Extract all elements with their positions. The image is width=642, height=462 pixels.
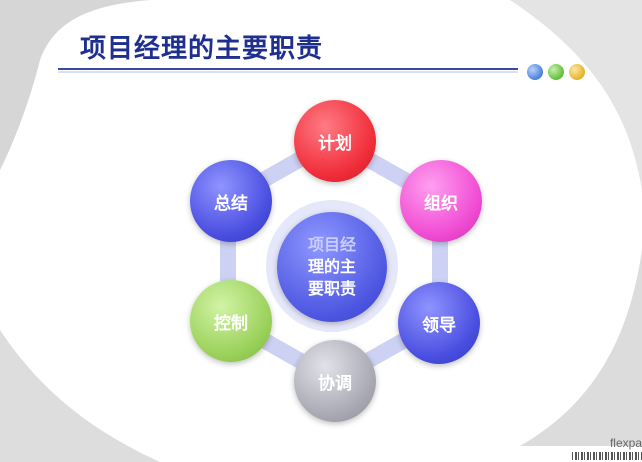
node-control-label: 控制	[214, 313, 248, 334]
corner-accent-top-right	[510, 0, 642, 190]
blue-dot-icon	[527, 64, 543, 80]
node-organize: 组织	[400, 160, 482, 242]
node-plan: 计划	[294, 100, 376, 182]
corner-accent-top-left	[0, 0, 150, 170]
orange-dot-icon	[569, 64, 585, 80]
node-plan-label: 计划	[318, 133, 352, 154]
node-organize-label: 组织	[424, 193, 458, 214]
watermark-text: flexpa	[609, 436, 642, 450]
node-lead-label: 领导	[422, 315, 456, 336]
node-coordinate: 协调	[294, 340, 376, 422]
node-coordinate-label: 协调	[318, 373, 352, 394]
barcode	[572, 452, 642, 460]
corner-accent-bottom-right	[520, 250, 642, 446]
node-summary: 总结	[190, 160, 272, 242]
center-line-1: 项目经	[307, 235, 356, 254]
corner-accent-bottom-left	[0, 330, 160, 462]
node-summary-label: 总结	[214, 193, 248, 214]
node-control: 控制	[190, 280, 272, 362]
page-title: 项目经理的主要职责	[80, 34, 324, 64]
green-dot-icon	[548, 64, 564, 80]
center-line-3: 要职责	[307, 279, 356, 298]
center-line-2: 理的主	[307, 257, 356, 276]
node-lead: 领导	[398, 282, 480, 364]
center-node: 项目经 理的主 要职责	[277, 212, 387, 322]
